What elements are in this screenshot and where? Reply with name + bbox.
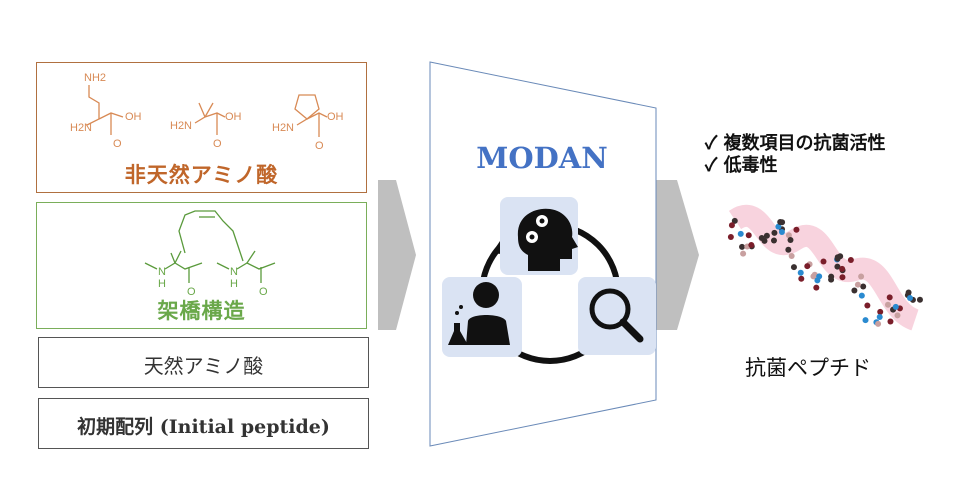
atom-label: OH: [327, 111, 344, 123]
atom-sphere: [906, 295, 913, 302]
atom-sphere: [727, 234, 734, 241]
atom-label: O: [113, 138, 122, 150]
atom-sphere: [740, 250, 747, 257]
atom-label: H2N: [170, 120, 192, 132]
atom-sphere: [887, 318, 894, 325]
atom-label: OH: [125, 111, 142, 123]
output-checklist: ✓ 複数項目の抗菌活性 ✓ 低毒性: [705, 133, 886, 177]
atom-sphere: [737, 230, 744, 237]
atom-label: O: [187, 286, 196, 298]
atom-label: H: [230, 278, 238, 290]
arrow-right-icon: [378, 180, 416, 330]
atom-sphere: [854, 281, 861, 288]
atom-sphere: [748, 241, 755, 248]
atom-sphere: [739, 243, 746, 250]
atom-label: H2N: [70, 122, 92, 134]
atom-sphere: [763, 232, 770, 239]
optimization-cycle: [442, 197, 656, 364]
atom-label: NH2: [84, 72, 106, 84]
atom-sphere: [804, 263, 811, 270]
atom-sphere: [793, 226, 800, 233]
atom-sphere: [892, 303, 899, 310]
atom-sphere: [777, 219, 784, 226]
atom-sphere: [813, 284, 820, 291]
atom-sphere: [785, 246, 792, 253]
atom-sphere: [778, 228, 785, 235]
atom-label: H: [158, 278, 166, 290]
atom-sphere: [771, 229, 778, 236]
check-item: ✓ 複数項目の抗菌活性: [705, 133, 886, 155]
peptide-helix-image: [727, 204, 923, 331]
atom-sphere: [839, 265, 846, 272]
atom-sphere: [745, 232, 752, 239]
atom-sphere: [790, 264, 797, 271]
atom-sphere: [798, 275, 805, 282]
unnatural-amino-acid-box: NH2 H2N OH O H2N OH O H2N OH O 非天然アミノ酸: [36, 62, 367, 193]
atom-sphere: [834, 263, 841, 270]
atom-sphere: [828, 276, 835, 283]
crosslink-structure: N H O N H O: [144, 210, 276, 298]
atom-sphere: [847, 256, 854, 263]
atom-sphere: [834, 255, 841, 262]
atom-sphere: [877, 308, 884, 315]
atom-sphere: [884, 301, 891, 308]
atom-sphere: [788, 253, 795, 260]
atom-label: N: [230, 266, 238, 278]
atom-sphere: [858, 292, 865, 299]
check-item: ✓ 低毒性: [705, 155, 886, 177]
atom-sphere: [758, 235, 765, 242]
initial-sequence-label: 初期配列 (Initial peptide): [77, 416, 330, 438]
atom-sphere: [862, 317, 869, 324]
atom-sphere: [820, 258, 827, 265]
atom-sphere: [916, 296, 923, 303]
arrow-right-icon: [655, 180, 699, 330]
checkmark-icon: ✓: [705, 133, 724, 154]
brain-gears-icon: [500, 197, 578, 275]
atom-label: O: [315, 140, 324, 152]
atom-sphere: [876, 314, 883, 321]
atom-sphere: [839, 274, 846, 281]
atom-label: H2N: [272, 122, 294, 134]
atom-label: O: [213, 138, 222, 150]
atom-sphere: [886, 294, 893, 301]
atom-sphere: [875, 320, 882, 327]
magnifier-icon: [578, 277, 656, 355]
atom-label: O: [259, 286, 268, 298]
atom-sphere: [775, 223, 782, 230]
atom-sphere: [864, 302, 871, 309]
natural-amino-acid-label: 天然アミノ酸: [143, 354, 264, 378]
initial-sequence-box: 初期配列 (Initial peptide): [38, 398, 369, 449]
amino-acid-structures: NH2 H2N OH O H2N OH O H2N OH O: [70, 72, 344, 152]
atom-sphere: [860, 283, 867, 290]
atom-sphere: [858, 273, 865, 280]
atom-label: OH: [225, 111, 242, 123]
atom-sphere: [797, 269, 804, 276]
check-item-label: 複数項目の抗菌活性: [723, 133, 886, 154]
natural-amino-acid-box: 天然アミノ酸: [38, 337, 369, 388]
atom-label: N: [158, 266, 166, 278]
atom-sphere: [894, 312, 901, 319]
checkmark-icon: ✓: [705, 155, 724, 176]
atom-sphere: [814, 277, 821, 284]
atom-sphere: [728, 222, 735, 229]
atom-sphere: [770, 237, 777, 244]
atom-sphere: [787, 237, 794, 244]
antimicrobial-peptide-label: 抗菌ペプチド: [745, 356, 871, 380]
atom-sphere: [731, 217, 738, 224]
scientist-flask-icon: [442, 277, 522, 357]
unnatural-amino-acid-label: 非天然アミノ酸: [124, 162, 279, 187]
atom-sphere: [785, 232, 792, 239]
modan-title: MODAN: [476, 141, 608, 175]
check-item-label: 低毒性: [723, 155, 778, 176]
crosslink-label: 架橋構造: [157, 298, 246, 323]
crosslink-box: N H O N H O 架橋構造: [36, 202, 367, 329]
atom-sphere: [851, 287, 858, 294]
atom-sphere: [810, 273, 817, 280]
